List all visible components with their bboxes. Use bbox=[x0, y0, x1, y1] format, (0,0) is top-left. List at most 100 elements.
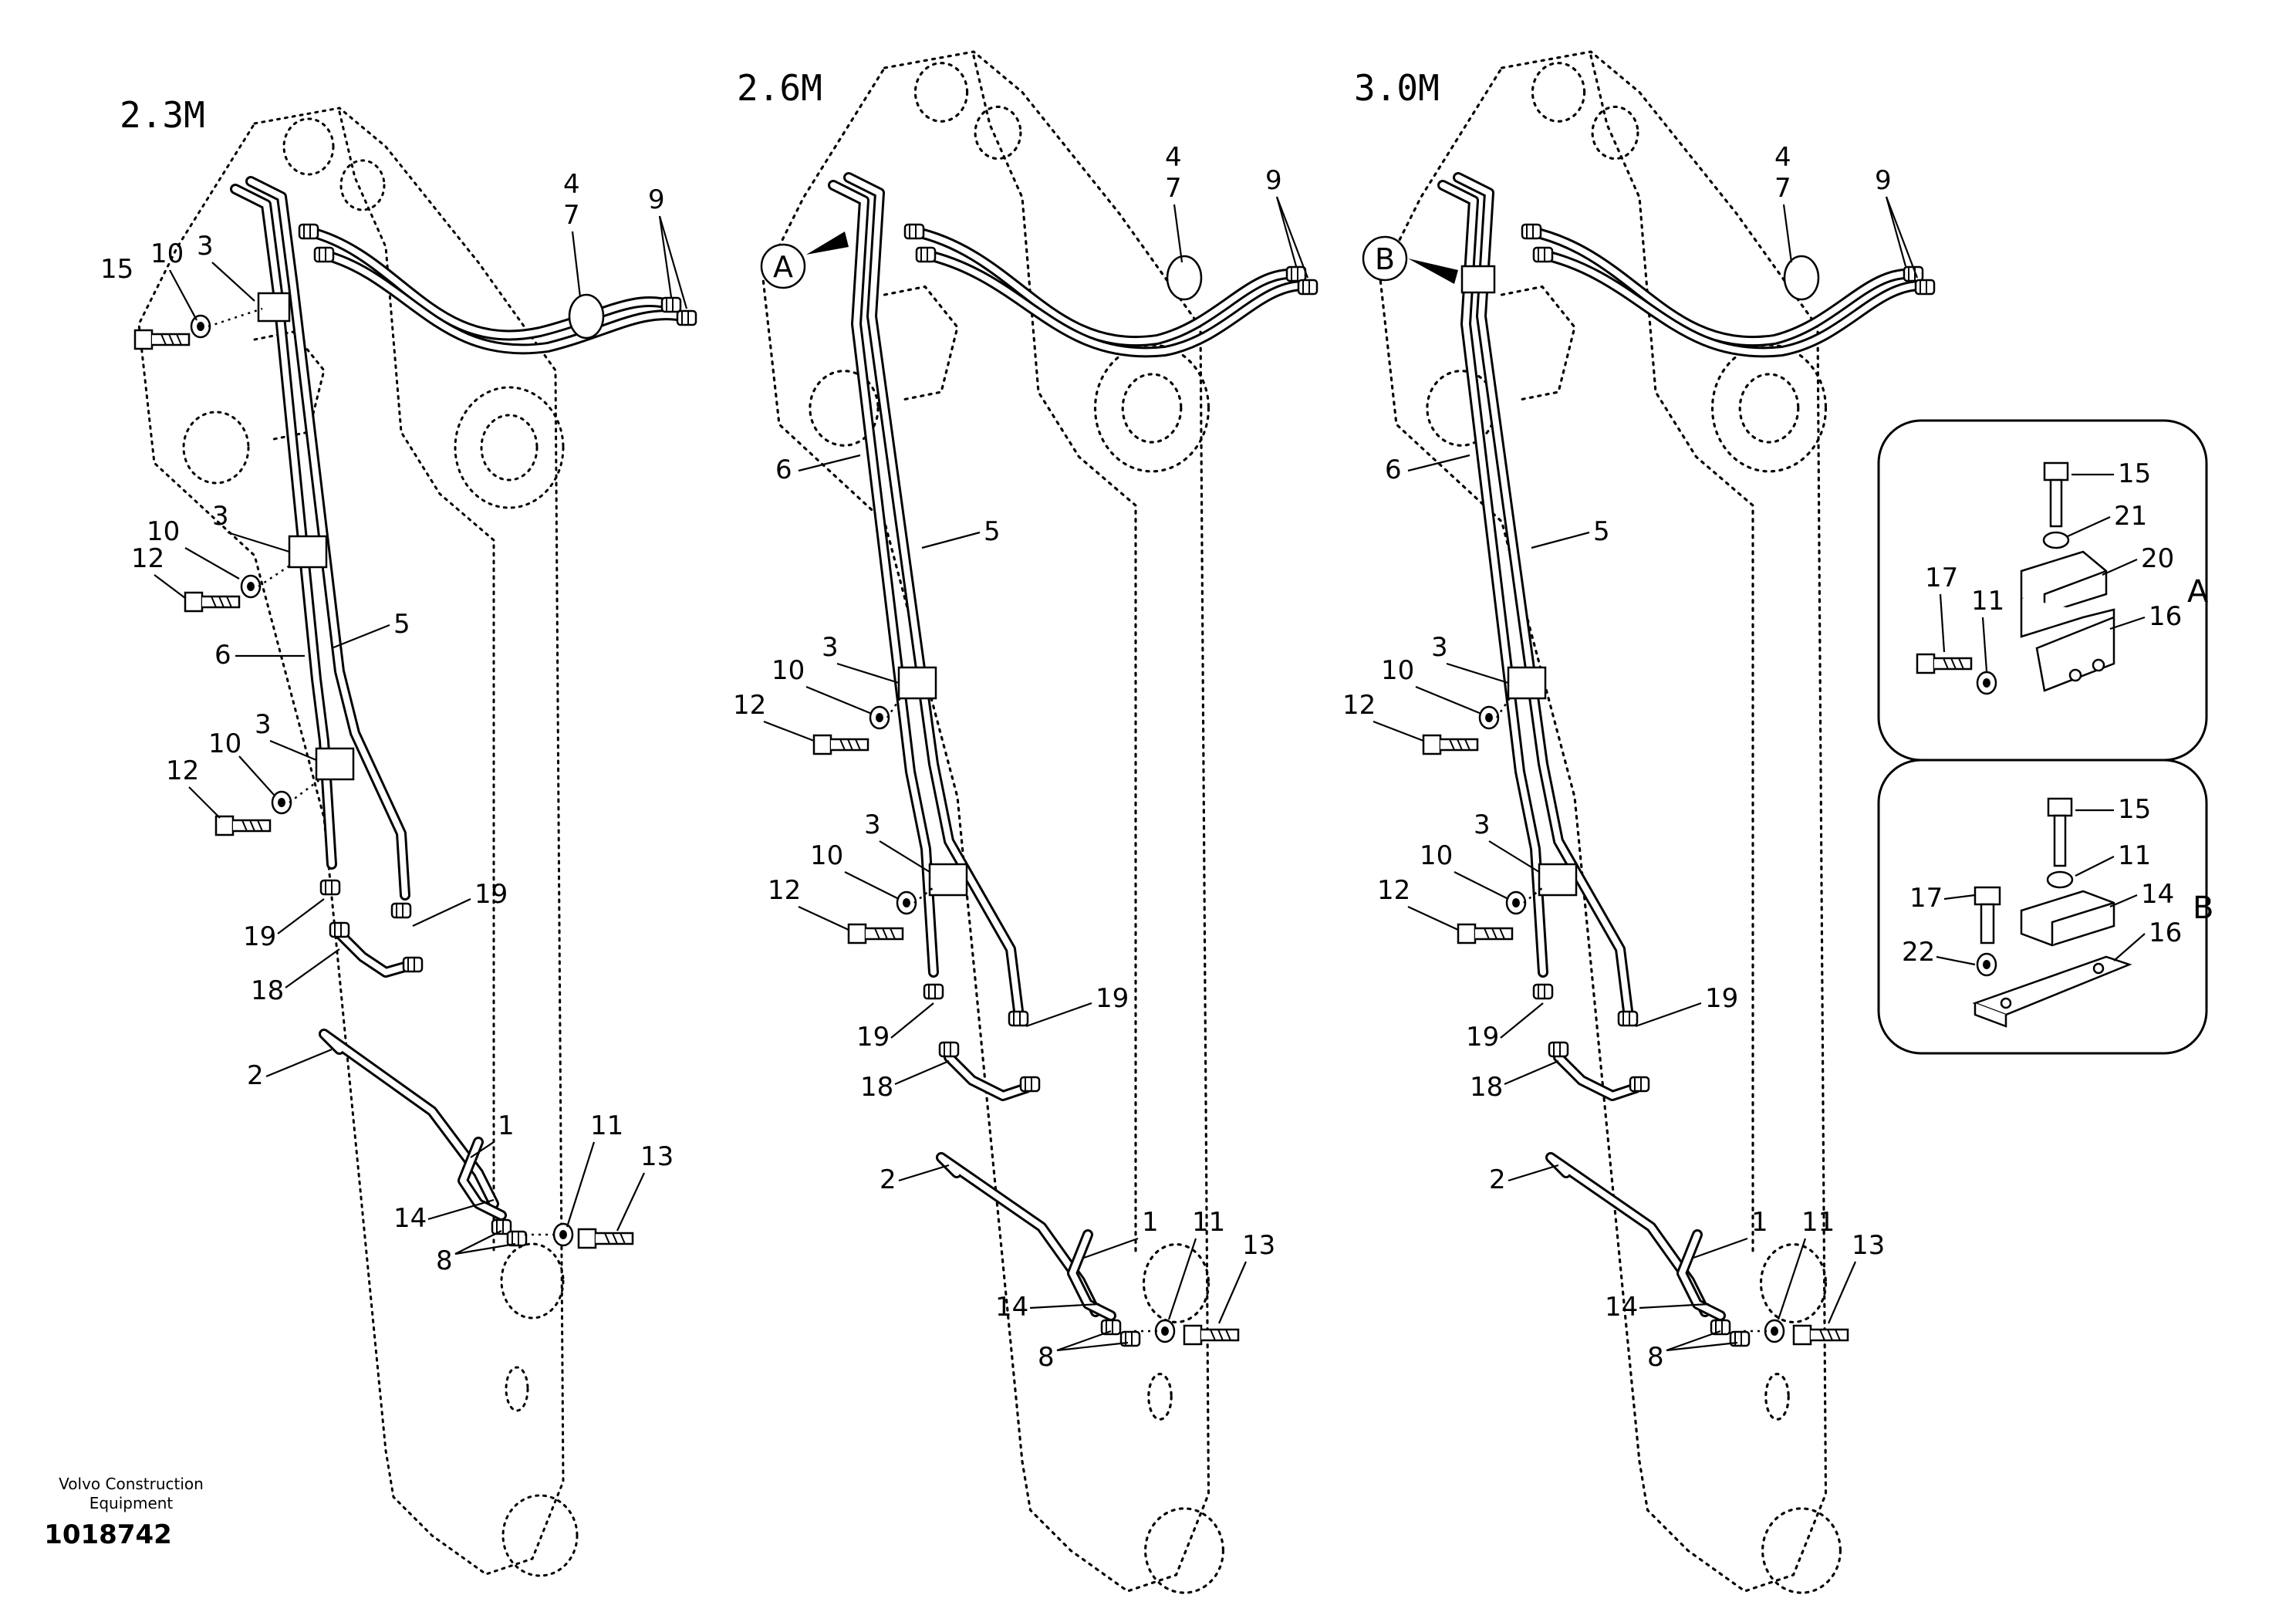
callout-10: 10 bbox=[1381, 655, 1414, 686]
pointer-arrow bbox=[1408, 259, 1458, 284]
callout-3: 3 bbox=[822, 632, 839, 663]
bolt bbox=[1183, 1324, 1240, 1346]
callout-9: 9 bbox=[1265, 165, 1282, 196]
callout-2: 2 bbox=[1489, 1164, 1506, 1195]
callout-17: 17 bbox=[1925, 563, 1958, 593]
hose-end-fitting bbox=[676, 309, 697, 326]
callout-12: 12 bbox=[1342, 690, 1376, 721]
callout-11: 11 bbox=[590, 1110, 623, 1141]
callout-5: 5 bbox=[393, 609, 410, 640]
callout-19: 19 bbox=[1466, 1022, 1499, 1053]
callout-1: 1 bbox=[498, 1110, 515, 1141]
callout-7: 7 bbox=[1165, 173, 1182, 204]
hose-end-fitting bbox=[1297, 279, 1319, 296]
variant-title: 2.6M bbox=[737, 67, 822, 109]
callout-4: 4 bbox=[1774, 142, 1791, 173]
callout-6: 6 bbox=[214, 640, 231, 671]
hardware bbox=[812, 694, 1240, 1346]
detail-view-a: A 15 21 20 17 11 16 bbox=[1877, 419, 2209, 762]
callout-14: 14 bbox=[995, 1292, 1028, 1323]
hose-end-fitting bbox=[313, 246, 335, 263]
callout-16: 16 bbox=[2149, 917, 2182, 948]
bolt bbox=[847, 923, 904, 944]
clamp-hardware bbox=[1916, 461, 2115, 695]
callout-5: 5 bbox=[984, 516, 1001, 547]
washer bbox=[552, 1222, 574, 1247]
callout-11: 11 bbox=[1801, 1207, 1835, 1238]
washer bbox=[240, 574, 262, 599]
callout-11: 11 bbox=[1192, 1207, 1225, 1238]
callout-10: 10 bbox=[150, 238, 184, 269]
washer bbox=[271, 790, 292, 815]
variant-title: 2.3M bbox=[120, 94, 205, 136]
pipe-clamp bbox=[257, 292, 291, 323]
detail-marker-label: B bbox=[1375, 242, 1395, 276]
washer bbox=[1976, 952, 1997, 977]
bolt bbox=[577, 1228, 634, 1249]
bolt bbox=[184, 591, 241, 613]
washer bbox=[1478, 705, 1500, 730]
callout-8: 8 bbox=[1647, 1342, 1664, 1373]
callout-12: 12 bbox=[131, 543, 164, 574]
callout-6: 6 bbox=[775, 454, 792, 485]
callout-10: 10 bbox=[147, 516, 180, 547]
hose-pair bbox=[298, 223, 697, 355]
bolt bbox=[812, 734, 869, 755]
detail-label: B bbox=[2193, 890, 2213, 926]
callout-19: 19 bbox=[1705, 983, 1738, 1014]
detail-view-b: B 15 11 17 14 22 16 bbox=[1877, 759, 2213, 1055]
callout-19: 19 bbox=[1096, 983, 1129, 1014]
callout-7: 7 bbox=[563, 200, 580, 231]
hose-end-fitting bbox=[915, 246, 937, 263]
pipe-clamp bbox=[1460, 265, 1496, 294]
variant-2-3m: 2.3M bbox=[100, 94, 697, 1577]
callout-3: 3 bbox=[1474, 809, 1491, 840]
callout-21: 21 bbox=[2114, 501, 2147, 532]
bolt bbox=[1422, 734, 1479, 755]
callout-5: 5 bbox=[1593, 516, 1610, 547]
callout-18: 18 bbox=[251, 975, 284, 1006]
adapter-fitting bbox=[390, 902, 412, 919]
adapter-fitting bbox=[938, 1041, 960, 1058]
callout-17: 17 bbox=[1909, 883, 1943, 914]
detail-marker-label: A bbox=[773, 250, 793, 284]
callout-10: 10 bbox=[1420, 840, 1453, 871]
pointer-arrow bbox=[806, 231, 849, 255]
adapter-fitting bbox=[923, 983, 944, 1000]
callout-13: 13 bbox=[1852, 1230, 1885, 1261]
callout-16: 16 bbox=[2149, 601, 2182, 632]
callout-12: 12 bbox=[733, 690, 766, 721]
callout-8: 8 bbox=[436, 1245, 453, 1276]
document-footer: Volvo Construction Equipment 1018742 bbox=[44, 1475, 204, 1550]
callout-11: 11 bbox=[2118, 840, 2151, 871]
callout-14: 14 bbox=[393, 1203, 427, 1234]
adapter-fitting bbox=[1629, 1076, 1650, 1093]
callout-14: 14 bbox=[1605, 1292, 1638, 1323]
callout-3: 3 bbox=[212, 501, 229, 532]
callout-9: 9 bbox=[1875, 165, 1892, 196]
callout-10: 10 bbox=[208, 728, 241, 759]
hose-end-fitting bbox=[1532, 246, 1554, 263]
callout-12: 12 bbox=[166, 755, 199, 786]
nut-fitting bbox=[1710, 1319, 1731, 1336]
brand-line-1: Volvo Construction bbox=[59, 1475, 204, 1493]
callout-19: 19 bbox=[243, 921, 276, 952]
pipe-clamp bbox=[288, 535, 328, 569]
hose-end-fitting bbox=[660, 296, 682, 313]
variant-title: 3.0M bbox=[1354, 67, 1440, 109]
washer bbox=[1505, 890, 1527, 915]
hardware bbox=[133, 307, 634, 1249]
callout-1: 1 bbox=[1142, 1207, 1159, 1238]
adapter-fitting bbox=[1548, 1041, 1569, 1058]
adapter-fitting bbox=[1008, 1010, 1029, 1027]
callout-20: 20 bbox=[2141, 543, 2174, 574]
callout-3: 3 bbox=[197, 231, 214, 262]
adapter-fitting bbox=[1019, 1076, 1041, 1093]
nut-fitting bbox=[1100, 1319, 1122, 1336]
callout-11: 11 bbox=[1971, 586, 2004, 617]
pipe-assembly bbox=[230, 176, 528, 1247]
hose-end-fitting bbox=[1914, 279, 1936, 296]
clamp-hardware bbox=[1972, 797, 2132, 1028]
hose-pair bbox=[903, 223, 1319, 358]
